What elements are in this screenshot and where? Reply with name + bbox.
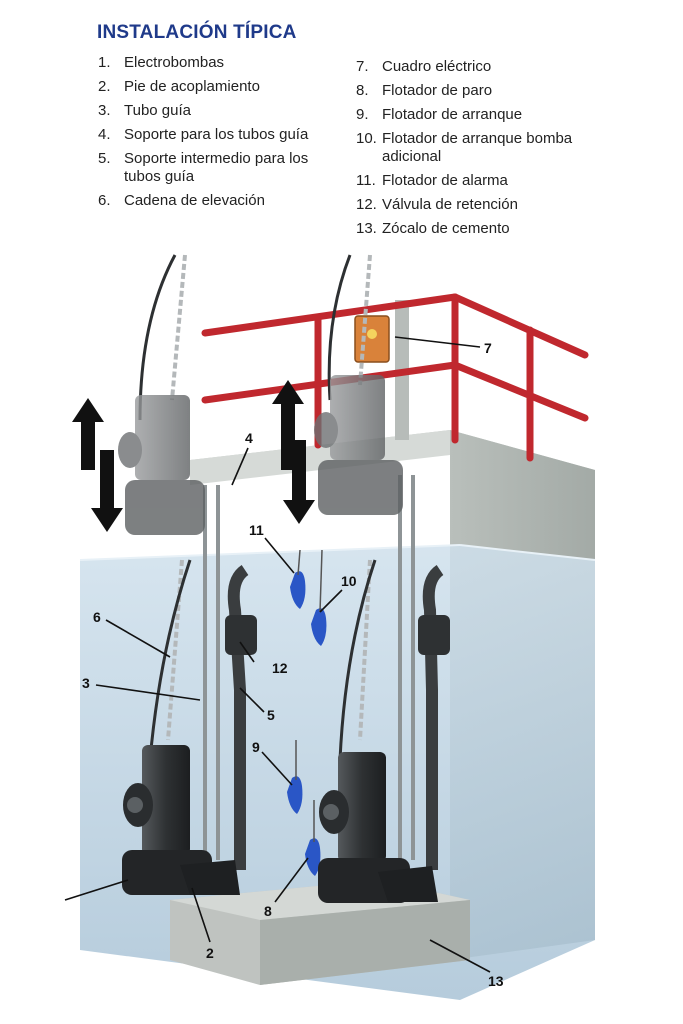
check-valve-left xyxy=(225,615,257,655)
legend-item: 5. Soporte intermedio para los tubos guía xyxy=(98,150,348,186)
legend-text: Tubo guía xyxy=(124,102,191,119)
legend-text: Flotador de alarma xyxy=(382,172,508,189)
legend-item: 10. Flotador de arranque bomba adicional xyxy=(356,130,616,166)
callout-3: 3 xyxy=(82,675,90,691)
legend-number: 8. xyxy=(356,82,369,99)
legend-item: 3. Tubo guía xyxy=(98,102,348,120)
electrical-panel xyxy=(354,315,390,363)
callout-numbers: 7 4 11 10 6 3 12 5 9 8 2 13 xyxy=(82,340,504,989)
legend-number: 1. xyxy=(98,54,111,71)
legend-item: 9. Flotador de arranque xyxy=(356,106,616,124)
legend-text: Cadena de elevación xyxy=(124,192,265,209)
legend-text: Soporte para los tubos guía xyxy=(124,126,309,143)
legend-text: Electrobombas xyxy=(124,54,225,71)
legend-text: Flotador de arranque xyxy=(382,106,523,123)
callout-8: 8 xyxy=(264,903,272,919)
page-title: INSTALACIÓN TÍPICA xyxy=(97,22,297,43)
legend-item: 6. Cadena de elevación xyxy=(98,192,348,210)
callout-7: 7 xyxy=(484,340,492,356)
callout-10: 10 xyxy=(341,573,357,589)
legend-text: Soporte intermedio para los tubos guía xyxy=(124,150,309,185)
stop-float-icon xyxy=(305,838,321,876)
pump-left xyxy=(122,745,240,895)
callout-5: 5 xyxy=(267,707,275,723)
legend-number: 6. xyxy=(98,192,111,209)
callout-4: 4 xyxy=(245,430,253,446)
legend-number: 13. xyxy=(356,220,377,237)
legend-text: Pie de acoplamiento xyxy=(124,78,260,95)
legend-number: 4. xyxy=(98,126,111,143)
legend-text: Válvula de retención xyxy=(382,196,518,213)
legend-text: Cuadro eléctrico xyxy=(382,58,492,75)
arrow-up-icon xyxy=(72,398,104,470)
legend-number: 11. xyxy=(356,172,376,189)
callout-9: 9 xyxy=(252,739,260,755)
legend-item: 13. Zócalo de cemento xyxy=(356,220,616,238)
check-valve-right xyxy=(418,615,450,655)
legend-item: 2. Pie de acoplamiento xyxy=(98,78,348,96)
discharge-pipes xyxy=(225,565,450,870)
legend-text: Zócalo de cemento xyxy=(382,220,510,237)
callout-13: 13 xyxy=(488,973,504,989)
float-cords xyxy=(295,549,323,842)
lift-arrows xyxy=(72,380,315,532)
legend-number: 5. xyxy=(98,150,111,167)
arrow-up-icon xyxy=(272,380,304,470)
callout-12: 12 xyxy=(272,660,288,676)
legend-number: 10. xyxy=(356,130,377,147)
pump-station-illustration: 7 4 11 10 6 3 12 5 9 8 2 13 xyxy=(64,254,596,1000)
legend-number: 12. xyxy=(356,196,377,213)
legend-number: 3. xyxy=(98,102,111,119)
legend-text: Flotador de paro xyxy=(382,82,493,99)
alarm-float-icon xyxy=(290,571,306,609)
float-switches xyxy=(287,571,327,876)
legend-item: 12. Válvula de retención xyxy=(356,196,616,214)
legend-left: 1. Electrobombas 2. Pie de acoplamiento 3.… xyxy=(98,54,348,216)
legend-item: 8. Flotador de paro xyxy=(356,82,616,100)
legend-number: 2. xyxy=(98,78,111,95)
legend-item: 1. Electrobombas xyxy=(98,54,348,72)
additional-start-float-icon xyxy=(311,608,327,646)
callout-6: 6 xyxy=(93,609,101,625)
leader-lines xyxy=(64,336,491,973)
callout-2: 2 xyxy=(206,945,214,961)
pump-right xyxy=(318,752,438,903)
legend-text: Flotador de arranque bomba adicional xyxy=(382,130,573,165)
legend-number: 7. xyxy=(356,58,369,75)
callout-11: 11 xyxy=(249,522,264,538)
raised-pump-right xyxy=(314,375,403,515)
legend-item: 4. Soporte para los tubos guía xyxy=(98,126,348,144)
arrow-down-icon xyxy=(283,440,315,524)
legend-right: 7. Cuadro eléctrico 8. Flotador de paro 9.… xyxy=(356,58,616,244)
legend-item: 7. Cuadro eléctrico xyxy=(356,58,616,76)
raised-pump-left xyxy=(118,395,205,535)
start-float-icon xyxy=(287,776,303,814)
cement-plinth xyxy=(170,880,470,985)
legend-number: 9. xyxy=(356,106,369,123)
arrow-down-icon xyxy=(91,450,123,532)
legend-item: 11. Flotador de alarma xyxy=(356,172,616,190)
guide-rails xyxy=(203,475,415,860)
